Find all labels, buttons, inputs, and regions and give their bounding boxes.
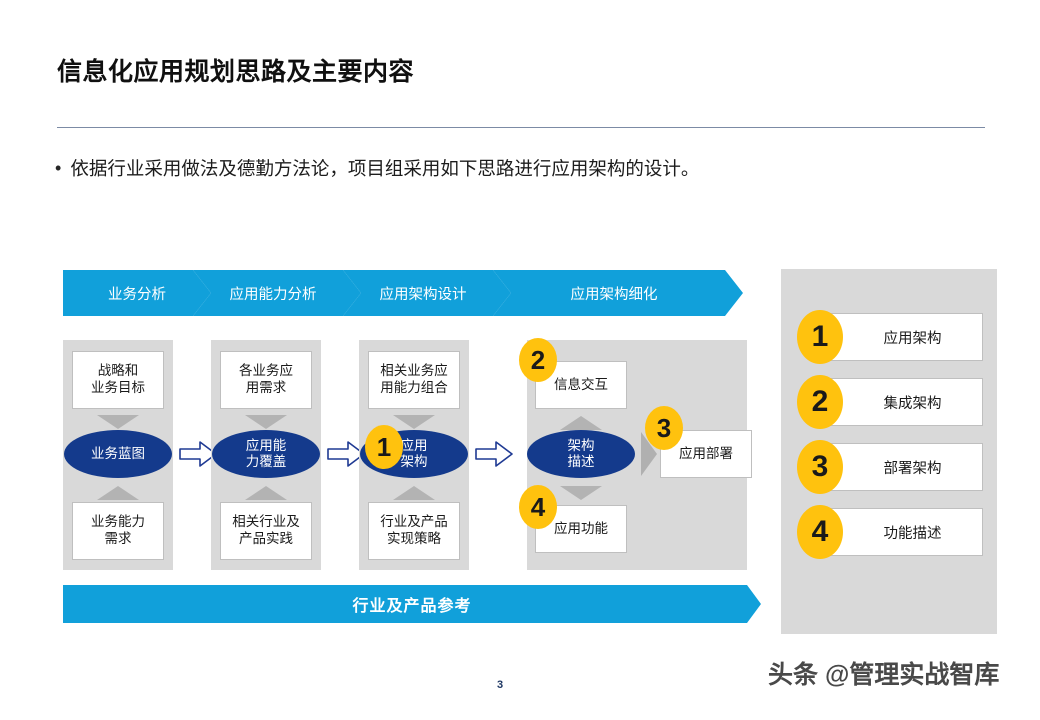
phase-step-2-label: 应用能力分析 [229, 286, 317, 303]
up-triangle-icon [97, 486, 139, 500]
subtitle-row: • 依据行业采用做法及德勤方法论，项目组采用如下思路进行应用架构的设计。 [55, 155, 699, 181]
flow-arrow-icon-3 [475, 441, 513, 467]
badge-1[interactable]: 1 [365, 425, 403, 469]
legend-label-4: 功能描述 [826, 508, 983, 556]
legend-item-2[interactable]: 2 集成架构 [797, 375, 983, 429]
flow-arrow-icon-2 [327, 441, 365, 467]
flow-arrow-icon-1 [179, 441, 217, 467]
column-1-bottom-box[interactable]: 业务能力需求 [72, 502, 164, 560]
detail-bottom-box[interactable]: 应用功能 [535, 505, 627, 553]
column-2-top-box[interactable]: 各业务应用需求 [220, 351, 312, 409]
badge-3[interactable]: 3 [645, 406, 683, 450]
title-divider [57, 127, 985, 128]
up-triangle-icon [245, 486, 287, 500]
detail-side-box[interactable]: 应用部署 [660, 430, 752, 478]
column-3-top-box[interactable]: 相关业务应用能力组合 [368, 351, 460, 409]
bottom-reference-bar[interactable]: 行业及产品参考 [63, 585, 761, 623]
down-triangle-icon [560, 486, 602, 500]
legend-badge-1: 1 [797, 310, 843, 364]
phase-step-3-label: 应用架构设计 [379, 286, 467, 303]
bullet-icon: • [55, 158, 62, 178]
legend-item-3[interactable]: 3 部署架构 [797, 440, 983, 494]
phase-chevron-banner: 业务分析 应用能力分析 应用架构设计 应用架构细化 [63, 270, 761, 316]
badge-2[interactable]: 2 [519, 338, 557, 382]
column-1-center-ellipse[interactable]: 业务蓝图 [64, 430, 172, 478]
legend-label-2: 集成架构 [826, 378, 983, 426]
page-number: 3 [496, 679, 504, 691]
phase-step-2[interactable]: 应用能力分析 [193, 270, 361, 316]
detail-center-ellipse[interactable]: 架构描述 [527, 430, 635, 478]
phase-step-4[interactable]: 应用架构细化 [493, 270, 743, 316]
column-2-bottom-box[interactable]: 相关行业及产品实践 [220, 502, 312, 560]
up-triangle-icon [560, 416, 602, 430]
down-triangle-icon [97, 415, 139, 429]
page-title: 信息化应用规划思路及主要内容 [57, 58, 415, 86]
phase-step-1-label: 业务分析 [108, 286, 166, 303]
subtitle-text: 依据行业采用做法及德勤方法论，项目组采用如下思路进行应用架构的设计。 [70, 158, 700, 179]
column-2-center-ellipse[interactable]: 应用能力覆盖 [212, 430, 320, 478]
legend-item-4[interactable]: 4 功能描述 [797, 505, 983, 559]
down-triangle-icon [245, 415, 287, 429]
legend-label-1: 应用架构 [826, 313, 983, 361]
bottom-reference-bar-label: 行业及产品参考 [352, 598, 472, 615]
phase-step-3[interactable]: 应用架构设计 [343, 270, 511, 316]
phase-step-4-label: 应用架构细化 [570, 286, 658, 303]
column-1-top-box[interactable]: 战略和业务目标 [72, 351, 164, 409]
watermark: 头条 @管理实战智库 [768, 661, 1000, 689]
legend-badge-3: 3 [797, 440, 843, 494]
legend-label-3: 部署架构 [826, 443, 983, 491]
legend-badge-2: 2 [797, 375, 843, 429]
legend-badge-4: 4 [797, 505, 843, 559]
legend-item-1[interactable]: 1 应用架构 [797, 310, 983, 364]
badge-4[interactable]: 4 [519, 485, 557, 529]
column-3-bottom-box[interactable]: 行业及产品实现策略 [368, 502, 460, 560]
legend-panel: 1 应用架构 2 集成架构 3 部署架构 4 功能描述 [781, 269, 997, 634]
down-triangle-icon [393, 415, 435, 429]
up-triangle-icon [393, 486, 435, 500]
phase-step-1[interactable]: 业务分析 [63, 270, 211, 316]
